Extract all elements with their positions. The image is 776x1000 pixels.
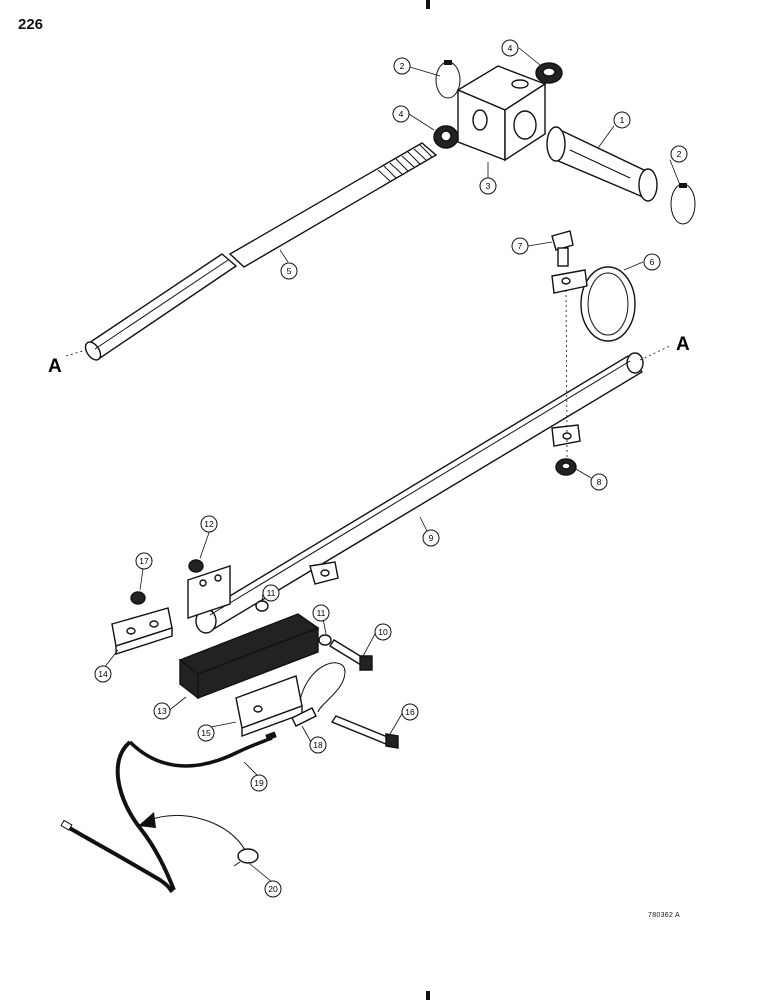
svg-text:17: 17	[139, 556, 149, 566]
callout-7: 7	[511, 237, 529, 255]
callout-2-upper: 2	[393, 57, 411, 75]
callout-2-lower: 2	[670, 145, 688, 163]
screw-part-10	[329, 639, 373, 671]
bracket-part-3	[456, 65, 547, 162]
callout-9: 9	[422, 529, 440, 547]
callout-14: 14	[94, 665, 112, 683]
callout-15: 15	[197, 724, 215, 742]
pin-part-1	[546, 126, 658, 202]
reference-letter-a-right: A	[676, 334, 690, 355]
svg-text:2: 2	[677, 149, 682, 159]
reference-line-a-right	[639, 345, 671, 361]
callout-20: 20	[264, 880, 282, 898]
drawing-code: 780362 A	[648, 912, 680, 919]
svg-text:4: 4	[508, 43, 513, 53]
svg-text:11: 11	[317, 608, 326, 618]
svg-text:14: 14	[98, 669, 108, 679]
callout-8: 8	[590, 473, 608, 491]
svg-text:9: 9	[429, 533, 434, 543]
svg-text:2: 2	[400, 61, 405, 71]
callout-4-upper: 4	[501, 39, 519, 57]
snap-ring-part-2-lower	[670, 183, 696, 225]
svg-text:6: 6	[650, 257, 655, 267]
bolt-part-7	[551, 230, 574, 267]
plate-part-12	[187, 565, 231, 619]
direction-arrow	[138, 812, 247, 853]
page-number: 226	[18, 16, 44, 33]
svg-text:15: 15	[201, 728, 211, 738]
callout-13: 13	[153, 702, 171, 720]
rod-part-5	[84, 142, 438, 361]
svg-text:11: 11	[267, 588, 276, 598]
washer-part-11-lower	[318, 634, 332, 646]
bottom-registration-mark	[426, 991, 430, 1000]
callout-3: 3	[479, 177, 497, 195]
reference-line-a-left	[65, 349, 87, 357]
svg-text:5: 5	[287, 266, 292, 276]
callout-12: 12	[200, 515, 218, 533]
svg-text:16: 16	[405, 707, 415, 717]
svg-text:1: 1	[620, 115, 625, 125]
nut-part-4-upper	[535, 62, 563, 84]
washer-part-11-upper	[255, 600, 269, 612]
nut-part-4-lower	[433, 125, 459, 149]
svg-text:19: 19	[254, 778, 264, 788]
callout-16: 16	[401, 703, 419, 721]
alignment-line-bolt	[565, 289, 568, 435]
svg-text:8: 8	[597, 477, 602, 487]
callout-5: 5	[280, 262, 298, 280]
snap-ring-part-2-upper	[435, 60, 461, 99]
svg-text:4: 4	[399, 109, 404, 119]
block-part-15	[235, 675, 303, 738]
nut-part-12	[188, 559, 204, 573]
bolt-part-16	[330, 715, 399, 749]
svg-text:18: 18	[313, 740, 323, 750]
svg-text:7: 7	[518, 241, 523, 251]
callout-11-upper: 11	[262, 584, 280, 602]
callout-4-lower: 4	[392, 105, 410, 123]
top-registration-mark	[426, 0, 430, 9]
callout-11-lower: 11	[312, 604, 330, 622]
block-part-14	[111, 607, 173, 655]
clamp-part-6	[551, 266, 636, 342]
svg-text:20: 20	[268, 884, 278, 894]
cable-part-19	[60, 731, 277, 893]
insulator-part-13	[178, 613, 320, 700]
nut-part-17	[130, 591, 146, 605]
terminal-part-20	[233, 848, 259, 867]
svg-text:10: 10	[378, 627, 388, 637]
callout-6: 6	[643, 253, 661, 271]
svg-text:3: 3	[486, 181, 491, 191]
nut-part-8	[555, 458, 577, 476]
callout-17: 17	[135, 552, 153, 570]
wire-loop-part-18	[291, 662, 346, 727]
callout-19: 19	[250, 774, 268, 792]
reference-letter-a-left: A	[48, 356, 62, 377]
svg-text:12: 12	[204, 519, 214, 529]
callout-10: 10	[374, 623, 392, 641]
svg-text:13: 13	[157, 706, 167, 716]
callout-18: 18	[309, 736, 327, 754]
callout-1: 1	[613, 111, 631, 129]
